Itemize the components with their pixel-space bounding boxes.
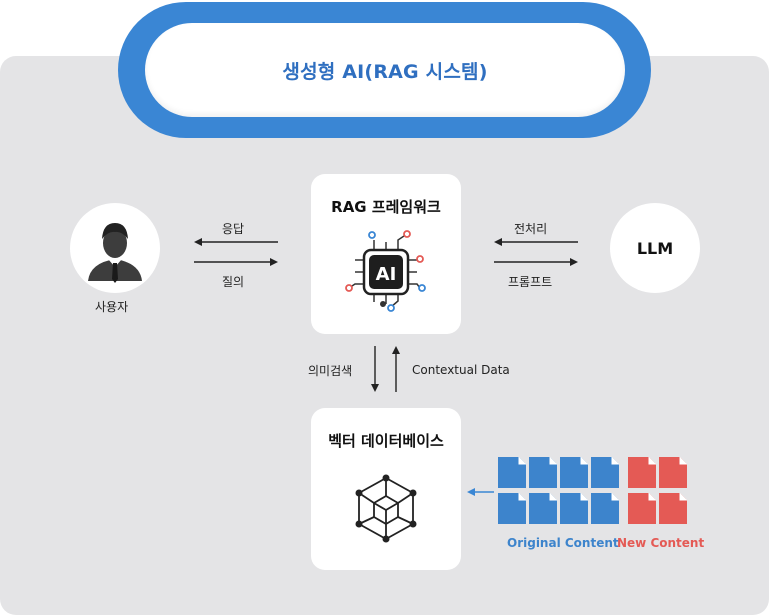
preprocess-arrowhead: [494, 238, 502, 246]
document-icon: [560, 493, 588, 524]
prompt-arrowhead: [570, 258, 578, 266]
document-icon: [498, 493, 526, 524]
document-icon: [529, 457, 557, 488]
user-label: 사용자: [95, 300, 129, 314]
query-arrowhead: [270, 258, 278, 266]
document-icon: [591, 457, 619, 488]
prompt-label: 프롬프트: [508, 275, 553, 289]
semantic-search-label: 의미검색: [308, 364, 353, 378]
answer-label: 응답: [222, 222, 245, 236]
document-icon: [529, 493, 557, 524]
vector-cube-icon: [355, 474, 417, 543]
user-node: [70, 203, 160, 293]
preprocess-label: 전처리: [514, 222, 548, 236]
semantic-search-arrowhead: [371, 384, 379, 392]
query-label: 질의: [222, 275, 245, 289]
document-icon: [560, 457, 588, 488]
document-icon: [628, 457, 656, 488]
contextual-data-label: Contextual Data: [412, 363, 510, 377]
document-icon: [591, 493, 619, 524]
new-content-label: New Content: [617, 536, 705, 550]
document-icon: [659, 493, 687, 524]
chip-text: AI: [376, 264, 397, 285]
rag-framework-title: RAG 프레임워크: [331, 198, 441, 216]
ingest-arrowhead: [467, 488, 475, 496]
title-pill: 생성형 AI(RAG 시스템): [145, 23, 625, 117]
vector-db-title: 벡터 데이터베이스: [328, 432, 444, 450]
llm-node: LLM: [610, 203, 700, 293]
ai-chip-icon: AI: [345, 230, 426, 312]
diagram-title: 생성형 AI(RAG 시스템): [282, 60, 488, 83]
document-icon: [659, 457, 687, 488]
rag-framework-card: RAG 프레임워크 AI: [311, 174, 461, 334]
document-icon: [498, 457, 526, 488]
content-documents: [498, 457, 687, 524]
llm-label: LLM: [636, 238, 674, 258]
vector-db-card: 벡터 데이터베이스: [311, 408, 461, 570]
contextual-data-arrowhead: [392, 346, 400, 354]
original-content-label: Original Content: [507, 536, 619, 550]
answer-arrowhead: [194, 238, 202, 246]
user-avatar-icon: [88, 223, 142, 283]
document-icon: [628, 493, 656, 524]
